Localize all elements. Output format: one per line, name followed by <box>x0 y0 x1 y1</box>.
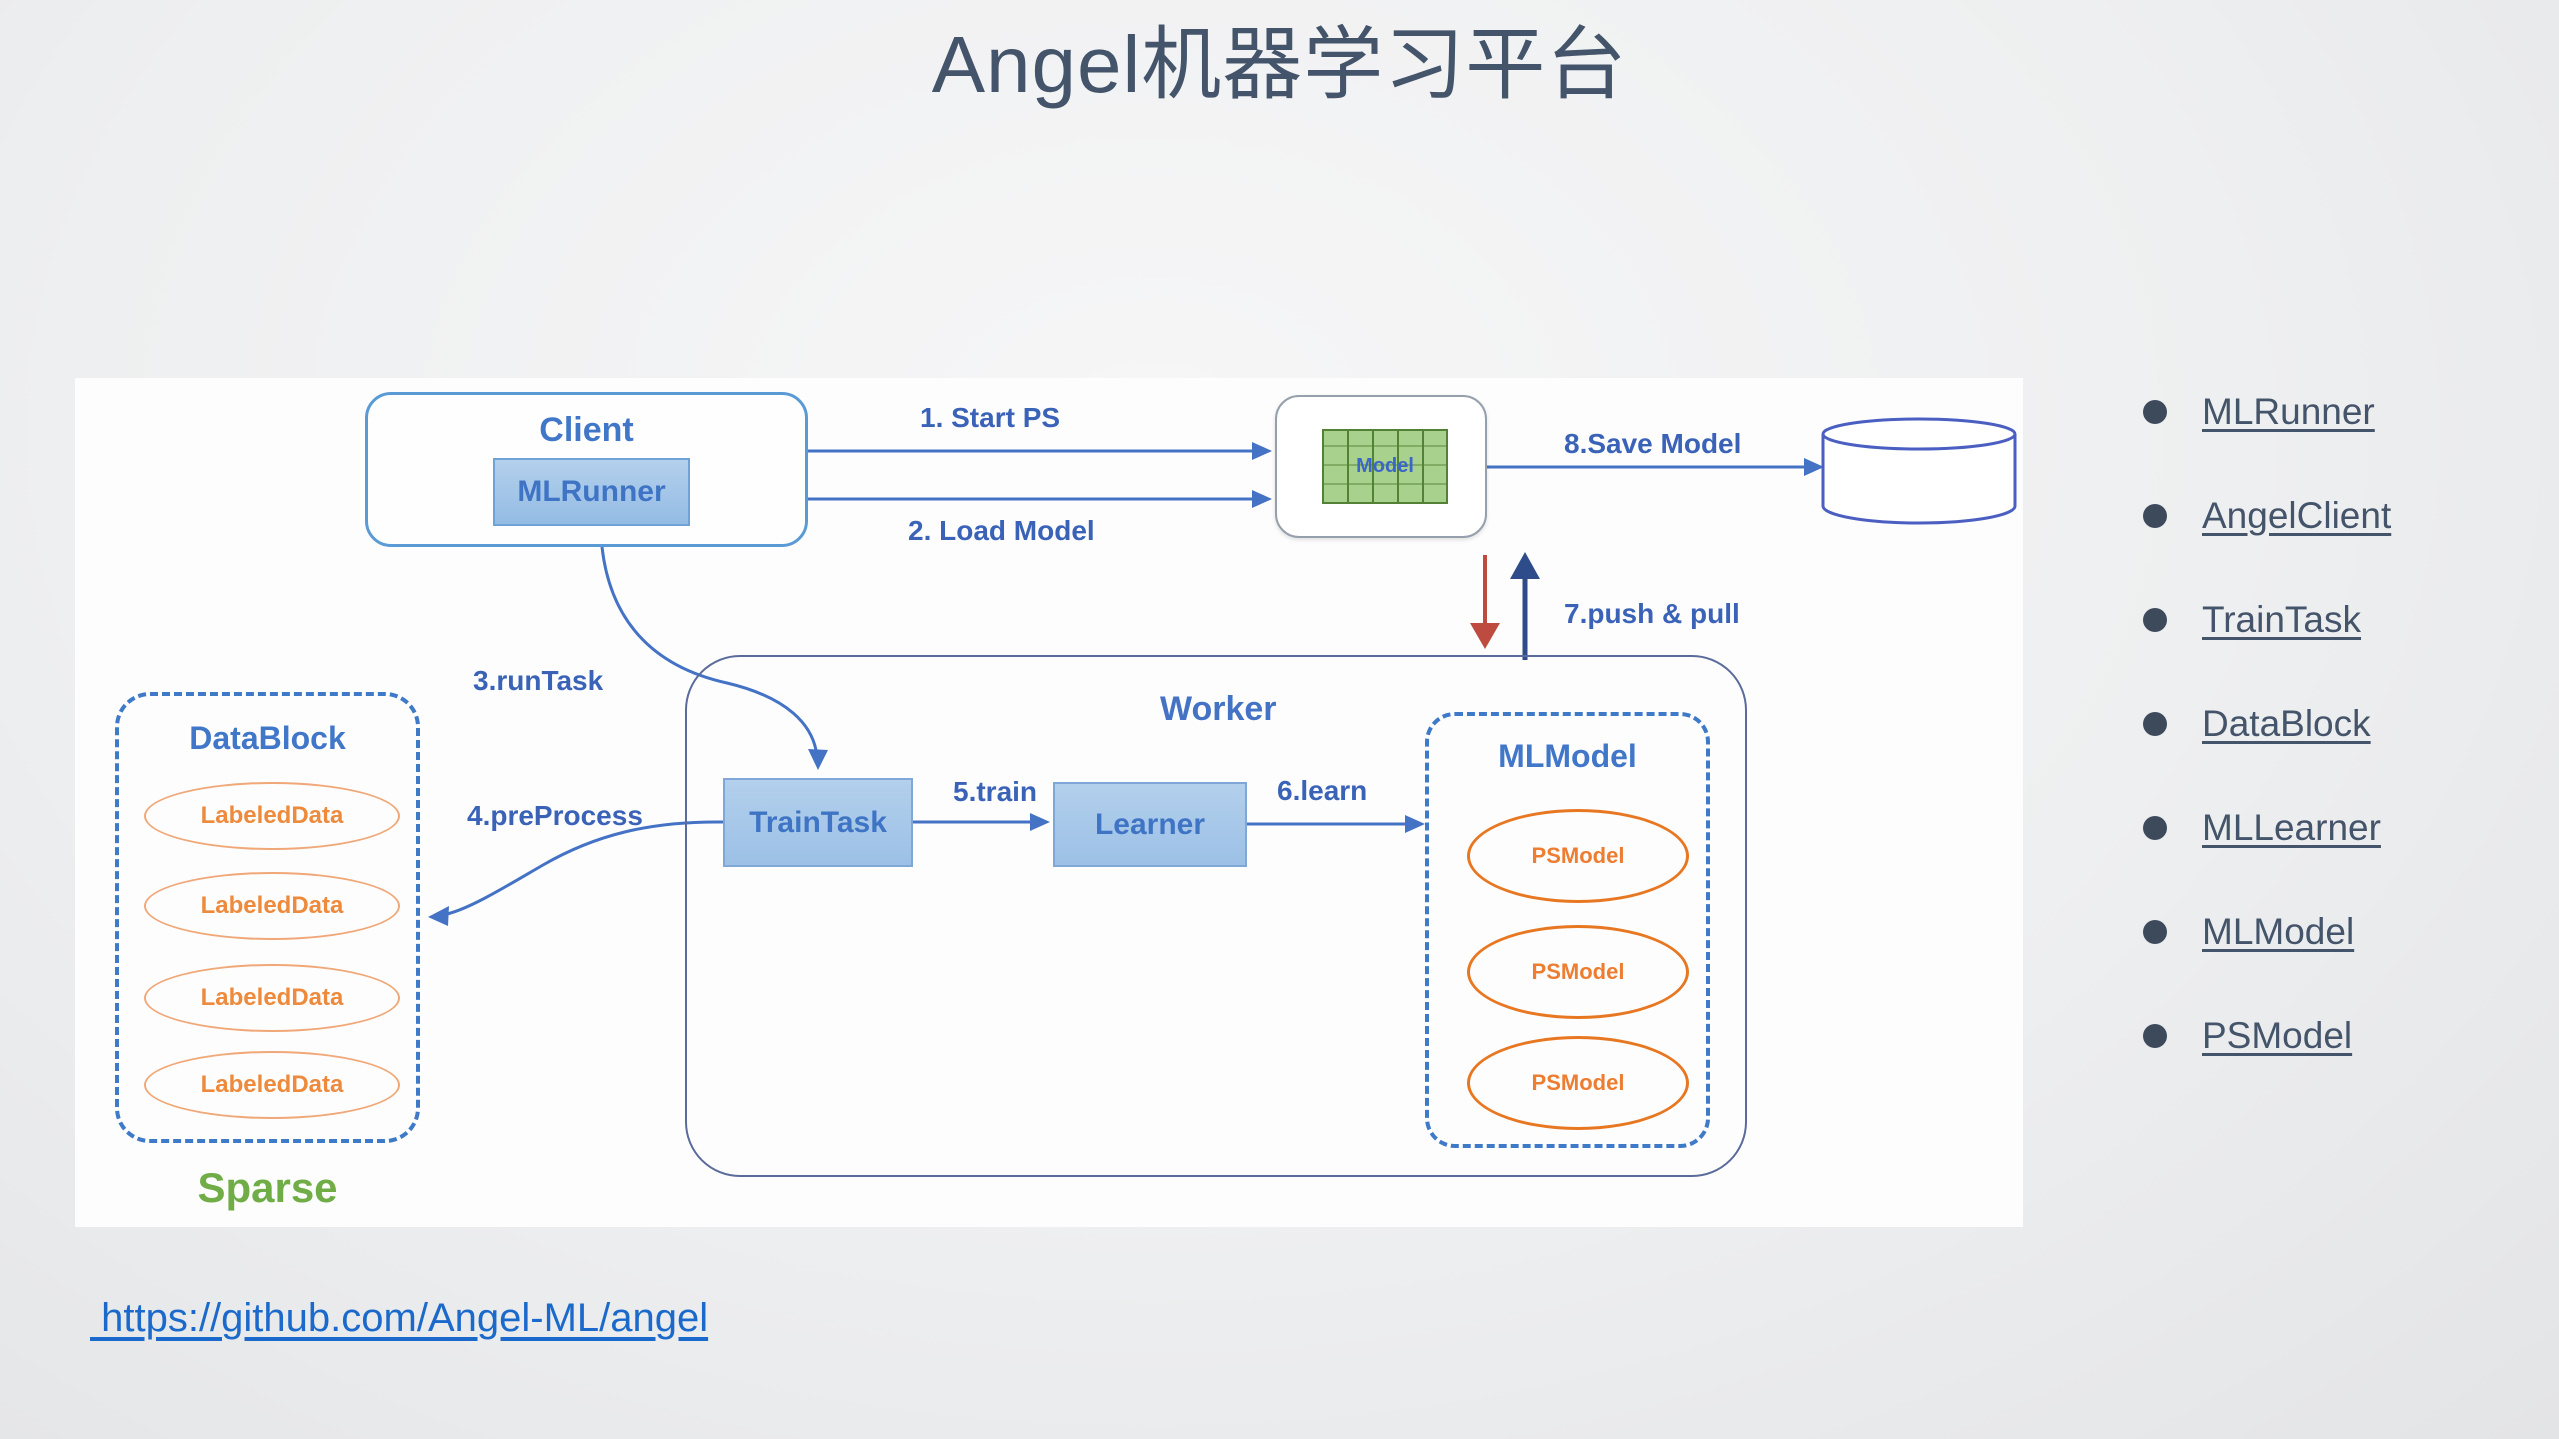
ps-model-box: Model <box>1275 395 1487 538</box>
link-angelclient[interactable]: AngelClient <box>2202 495 2392 536</box>
bullet-icon <box>2143 920 2167 944</box>
link-datablock[interactable]: DataBlock <box>2202 703 2371 744</box>
client-box: Client MLRunner <box>365 392 808 547</box>
step-label-push-pull: 7.push & pull <box>1564 598 1740 629</box>
step-label-pre-process: 4.preProcess <box>467 800 643 831</box>
connector-lines <box>428 417 2017 926</box>
model-grid-icon: Model <box>1322 429 1448 504</box>
mlmodel-box: MLModel PSModel PSModel PSModel <box>1425 712 1710 1148</box>
psmodel-ellipse: PSModel <box>1467 925 1689 1019</box>
link-traintask[interactable]: TrainTask <box>2202 599 2362 640</box>
architecture-diagram: Client MLRunner Model Worker TrainTask L… <box>75 378 2023 1227</box>
github-link[interactable]: https://github.com/Angel-ML/angel <box>90 1296 709 1340</box>
link-psmodel[interactable]: PSModel <box>2202 1015 2353 1056</box>
arrow-push-red <box>1470 555 1500 649</box>
mlmodel-label: MLModel <box>1498 738 1637 774</box>
worker-label: Worker <box>1160 690 1277 728</box>
bullet-icon <box>2143 816 2167 840</box>
arrow-train <box>913 813 1050 831</box>
page-title: Angel机器学习平台 <box>931 20 1628 109</box>
worker-box <box>685 655 1747 1177</box>
sparse-caption: Sparse <box>197 1164 338 1211</box>
list-item: MLLearner <box>2143 806 2391 850</box>
labeleddata-ellipse: LabeledData <box>144 782 400 850</box>
list-item: DataBlock <box>2143 702 2391 746</box>
list-item: MLRunner <box>2143 390 2391 434</box>
mlrunner-box: MLRunner <box>493 458 690 526</box>
list-item: TrainTask <box>2143 598 2391 642</box>
step-label-start-ps: 1. Start PS <box>920 402 1061 433</box>
bullet-icon <box>2143 1024 2167 1048</box>
link-mlmodel[interactable]: MLModel <box>2202 911 2355 952</box>
step-label-save-model: 8.Save Model <box>1564 428 1742 459</box>
step-label-train: 5.train <box>953 776 1038 807</box>
labeleddata-ellipse: LabeledData <box>144 872 400 940</box>
reference-list: MLRunner AngelClient TrainTask DataBlock… <box>2143 390 2391 1118</box>
datablock-box: DataBlock LabeledData LabeledData Labele… <box>115 692 420 1143</box>
labeleddata-ellipse: LabeledData <box>144 964 400 1032</box>
model-grid-label: Model <box>1356 455 1414 477</box>
psmodel-ellipse: PSModel <box>1467 809 1689 903</box>
traintask-box: TrainTask <box>723 778 913 867</box>
bullet-icon <box>2143 400 2167 424</box>
list-item: MLModel <box>2143 910 2391 954</box>
arrow-start-ps <box>808 442 1272 460</box>
step-label-learn: 6.learn <box>1277 775 1368 806</box>
bullet-icon <box>2143 504 2167 528</box>
arrow-save-model <box>1487 458 1824 476</box>
bullet-icon <box>2143 608 2167 632</box>
psmodel-ellipse: PSModel <box>1467 1036 1689 1130</box>
arrow-pull-navy <box>1510 552 1540 660</box>
link-mlrunner[interactable]: MLRunner <box>2202 391 2375 432</box>
bullet-icon <box>2143 712 2167 736</box>
step-label-run-task: 3.runTask <box>473 665 604 696</box>
list-item: PSModel <box>2143 1014 2391 1058</box>
list-item: AngelClient <box>2143 494 2391 538</box>
arrow-pre-process <box>428 820 724 926</box>
labeleddata-ellipse: LabeledData <box>144 1051 400 1119</box>
learner-box: Learner <box>1053 782 1247 867</box>
step-label-load-model: 2. Load Model <box>908 515 1095 546</box>
client-label: Client <box>539 411 634 449</box>
arrow-load-model <box>808 490 1272 508</box>
database-cylinder-icon <box>1821 417 2017 525</box>
arrow-learn <box>1247 815 1425 833</box>
link-mllearner[interactable]: MLLearner <box>2202 807 2381 848</box>
datablock-label: DataBlock <box>189 720 346 756</box>
